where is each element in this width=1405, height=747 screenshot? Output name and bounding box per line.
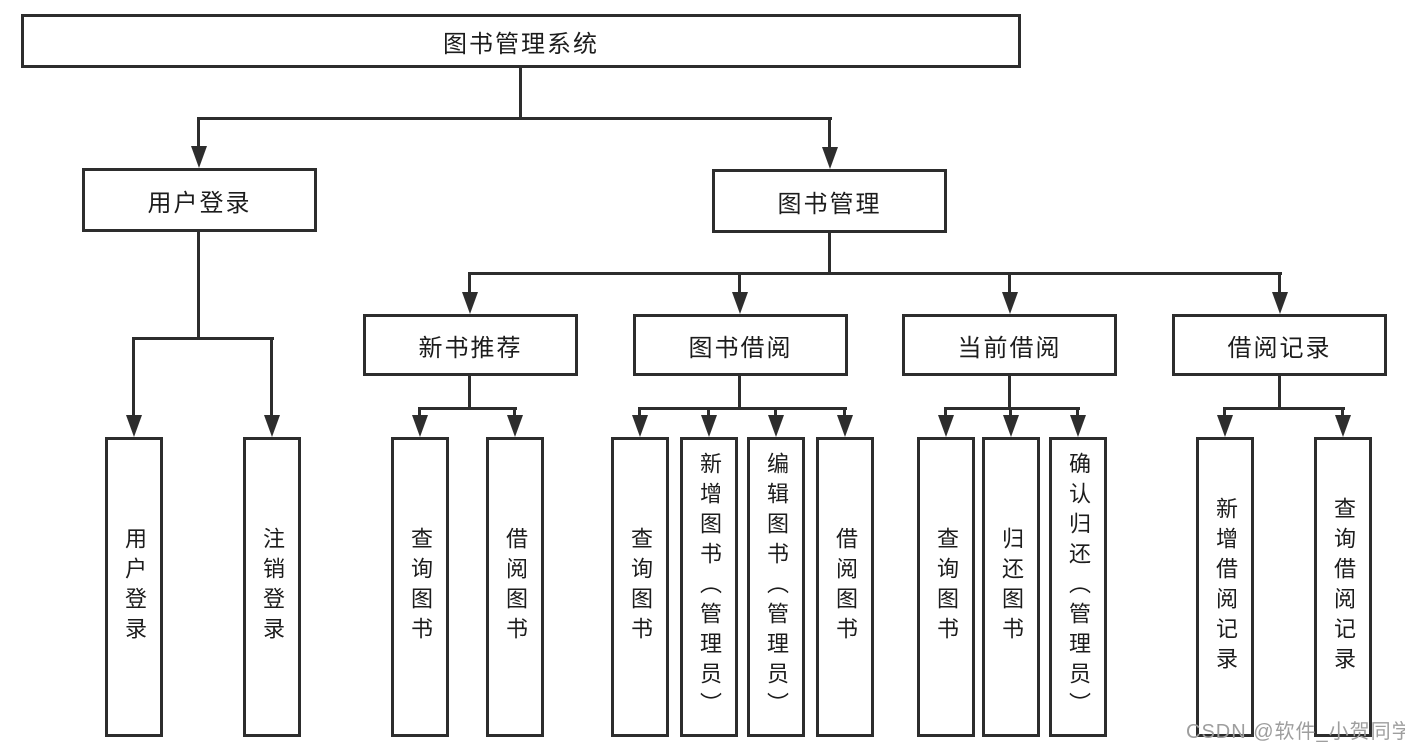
arrow-down-icon xyxy=(1272,292,1288,314)
leaf-label: 确认归还（管理员） xyxy=(1066,452,1091,722)
leaf-label: 用户登录 xyxy=(122,527,147,647)
leaf-label: 借阅图书 xyxy=(833,527,858,647)
arrow-down-icon xyxy=(264,415,280,437)
arrow-down-icon xyxy=(1003,415,1019,437)
leaf-label: 借阅图书 xyxy=(503,527,528,647)
leaf-logout: 注销登录 xyxy=(243,437,301,737)
leaf-label: 新增借阅记录 xyxy=(1213,497,1238,677)
arrow-down-icon xyxy=(1217,415,1233,437)
connector-stem-leaf xyxy=(270,337,273,417)
connector-stem-leaf xyxy=(1009,407,1012,417)
arrow-down-icon xyxy=(837,415,853,437)
leaf-label: 查询借阅记录 xyxy=(1331,497,1356,677)
connector-stem-user-login xyxy=(197,117,200,147)
leaf-add-books-admin: 新增图书（管理员） xyxy=(680,437,738,737)
connector-stem-leaf xyxy=(707,407,710,417)
arrow-down-icon xyxy=(1002,292,1018,314)
connector-stem-level3 xyxy=(1008,272,1011,294)
arrow-down-icon xyxy=(191,146,207,168)
connector-stem-book-mgmt xyxy=(828,117,831,148)
arrow-down-icon xyxy=(507,415,523,437)
leaf-query-books: 查询图书 xyxy=(611,437,669,737)
connector-stem-leaf xyxy=(513,407,516,417)
connector-level3-split xyxy=(468,272,1282,275)
connector-user-split xyxy=(132,337,274,340)
connector-user-drop xyxy=(197,232,200,340)
connector-stem-leaf xyxy=(132,337,135,417)
arrow-down-icon xyxy=(1070,415,1086,437)
connector-split xyxy=(944,407,1080,410)
node-new-books: 新书推荐 xyxy=(363,314,578,376)
connector-split xyxy=(638,407,847,410)
leaf-add-borrow-record: 新增借阅记录 xyxy=(1196,437,1254,737)
connector-drop xyxy=(1278,376,1281,410)
node-user-login: 用户登录 xyxy=(82,168,317,232)
leaf-label: 查询图书 xyxy=(408,527,433,647)
node-current-borrow: 当前借阅 xyxy=(902,314,1117,376)
arrow-down-icon xyxy=(632,415,648,437)
connector-stem-leaf xyxy=(843,407,846,417)
node-book-borrow: 图书借阅 xyxy=(633,314,848,376)
node-root: 图书管理系统 xyxy=(21,14,1021,68)
node-book-mgmt: 图书管理 xyxy=(712,169,947,233)
leaf-edit-books-admin: 编辑图书（管理员） xyxy=(747,437,805,737)
connector-split xyxy=(418,407,517,410)
arrow-down-icon xyxy=(701,415,717,437)
leaf-label: 注销登录 xyxy=(260,527,285,647)
node-borrow-records: 借阅记录 xyxy=(1172,314,1387,376)
connector-stem-leaf xyxy=(944,407,947,417)
leaf-query-borrow-record: 查询借阅记录 xyxy=(1314,437,1372,737)
connector-drop xyxy=(468,376,471,410)
connector-stem-level3 xyxy=(1278,272,1281,294)
connector-stem-leaf xyxy=(774,407,777,417)
leaf-label: 查询图书 xyxy=(934,527,959,647)
arrow-down-icon xyxy=(732,292,748,314)
connector-stem-level3 xyxy=(468,272,471,294)
arrow-down-icon xyxy=(412,415,428,437)
arrow-down-icon xyxy=(126,415,142,437)
leaf-label: 新增图书（管理员） xyxy=(697,452,722,722)
connector-mgmt-drop xyxy=(828,233,831,275)
connector-stem-leaf xyxy=(1223,407,1226,417)
leaf-user-login: 用户登录 xyxy=(105,437,163,737)
arrow-down-icon xyxy=(462,292,478,314)
connector-root-drop xyxy=(519,68,522,120)
csdn-watermark: CSDN @软件_小贺同学 xyxy=(1186,721,1405,743)
connector-stem-leaf xyxy=(418,407,421,417)
connector-stem-leaf xyxy=(1341,407,1344,417)
leaf-query-books: 查询图书 xyxy=(917,437,975,737)
leaf-confirm-return-admin: 确认归还（管理员） xyxy=(1049,437,1107,737)
connector-stem-leaf xyxy=(1076,407,1079,417)
arrow-down-icon xyxy=(822,147,838,169)
connector-drop xyxy=(1008,376,1011,410)
leaf-return-books: 归还图书 xyxy=(982,437,1040,737)
leaf-label: 归还图书 xyxy=(999,527,1024,647)
leaf-label: 编辑图书（管理员） xyxy=(764,452,789,722)
connector-drop xyxy=(738,376,741,410)
leaf-label: 查询图书 xyxy=(628,527,653,647)
leaf-borrow-books: 借阅图书 xyxy=(486,437,544,737)
leaf-query-books: 查询图书 xyxy=(391,437,449,737)
connector-stem-level3 xyxy=(738,272,741,294)
arrow-down-icon xyxy=(938,415,954,437)
connector-stem-leaf xyxy=(638,407,641,417)
leaf-borrow-books: 借阅图书 xyxy=(816,437,874,737)
arrow-down-icon xyxy=(1335,415,1351,437)
connector-level2-split xyxy=(197,117,832,120)
arrow-down-icon xyxy=(768,415,784,437)
connector-split xyxy=(1223,407,1345,410)
